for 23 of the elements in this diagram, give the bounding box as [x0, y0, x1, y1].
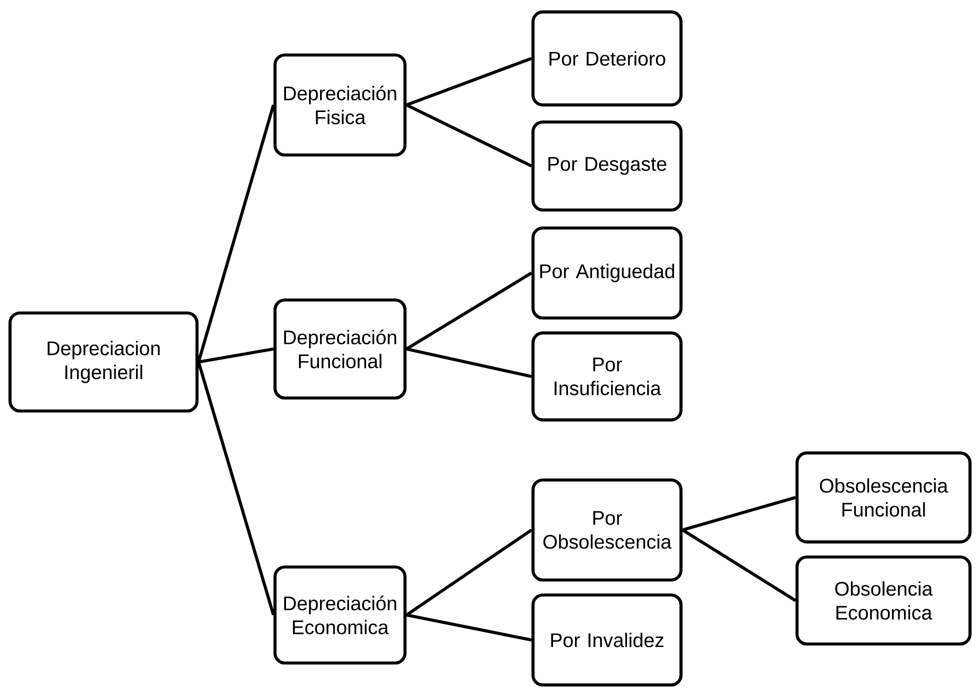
process-box: Por Invalidez: [531, 593, 683, 687]
connector-line: [406, 347, 532, 378]
process-box: Por Antiguedad: [531, 226, 683, 320]
process-box: Por Desgaste: [531, 120, 683, 212]
connector-line: [197, 104, 275, 362]
connector-line: [406, 528, 532, 616]
process-box: Depreciacion Ingenieril: [8, 311, 199, 413]
process-box: Por Obsolescencia: [531, 478, 683, 582]
process-box: Depreciación Funcional: [273, 298, 407, 400]
connector-line: [406, 57, 532, 106]
process-box: Obsolescencia Funcional: [795, 451, 972, 544]
process-box: Obsolencia Economica: [795, 555, 972, 646]
process-box: Por Insuficiencia: [531, 331, 683, 422]
connector-line: [197, 362, 275, 616]
connector-line: [198, 347, 274, 364]
connector-line: [682, 496, 796, 532]
process-box: Depreciación Economica: [273, 565, 407, 665]
process-box: Depreciación Fisica: [273, 53, 407, 157]
connector-line: [406, 613, 532, 642]
connector-line: [682, 528, 796, 602]
connector-line: [406, 272, 532, 350]
connector-line: [406, 104, 532, 168]
process-box: Por Deterioro: [531, 10, 683, 107]
